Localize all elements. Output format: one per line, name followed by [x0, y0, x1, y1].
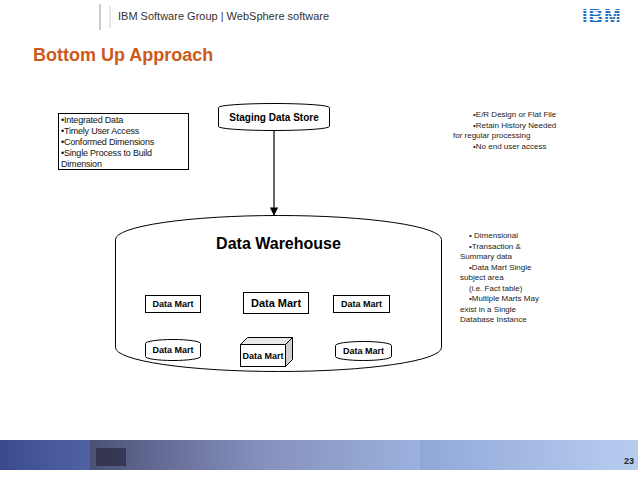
- header-divider: [100, 4, 101, 30]
- data-mart: Data Mart: [240, 337, 293, 367]
- note-column: •E/R Design or Flat File•Retain History …: [453, 110, 557, 152]
- note-text: (i.e. Fact table): [460, 284, 544, 295]
- node-label: Data Mart: [152, 299, 193, 309]
- bullet-text: •Conformed Dimensions: [61, 137, 161, 148]
- note-box: •Integrated Data•Timely User Access•Conf…: [58, 113, 189, 170]
- note-text: • Dimensional: [460, 231, 544, 242]
- note-column: • Dimensional•Transaction & Summary data…: [460, 231, 544, 326]
- header-divider: [110, 6, 111, 28]
- note-text: •Data Mart Single subject area: [460, 263, 544, 284]
- note-text: •Retain History Needed for regular proce…: [453, 121, 557, 142]
- node-label: Data Mart: [242, 351, 283, 361]
- data-mart: Data Mart: [333, 295, 390, 313]
- data-mart: Data Mart: [145, 339, 201, 361]
- footer-icon: [96, 448, 126, 466]
- data-mart: Data Mart: [335, 341, 392, 361]
- note-text: •No end user access: [453, 142, 557, 153]
- bullet-text: •Integrated Data: [61, 115, 161, 126]
- node-label: Data Warehouse: [115, 235, 442, 253]
- data-mart: Data Mart: [243, 292, 309, 314]
- note-text: •E/R Design or Flat File: [453, 110, 557, 121]
- node-label: Data Mart: [343, 346, 384, 356]
- node-label: Staging Data Store: [229, 112, 318, 123]
- node-label: Data Mart: [341, 299, 382, 309]
- page-number: 23: [610, 456, 634, 466]
- flow-arrow: [273, 131, 274, 215]
- footer-photo-strip: [90, 440, 420, 470]
- footer-band: [0, 440, 638, 470]
- note-text: •Multiple Marts May exist in a Single Da…: [460, 294, 544, 326]
- bullet-text: •Single Process to Build Dimension: [61, 148, 161, 170]
- node-label: Data Mart: [152, 345, 193, 355]
- bullet-text: •Timely User Access: [61, 126, 161, 137]
- data-warehouse: Data WarehouseData MartData MartData Mar…: [115, 215, 442, 372]
- note-text: •Transaction & Summary data: [460, 242, 544, 263]
- slide-title: Bottom Up Approach: [33, 45, 213, 66]
- node-label: Data Mart: [251, 297, 301, 309]
- staging-store: Staging Data Store: [218, 103, 330, 131]
- header-text: IBM Software Group | WebSphere software: [118, 10, 378, 22]
- ibm-logo: IBM: [582, 5, 634, 28]
- data-mart: Data Mart: [145, 295, 201, 313]
